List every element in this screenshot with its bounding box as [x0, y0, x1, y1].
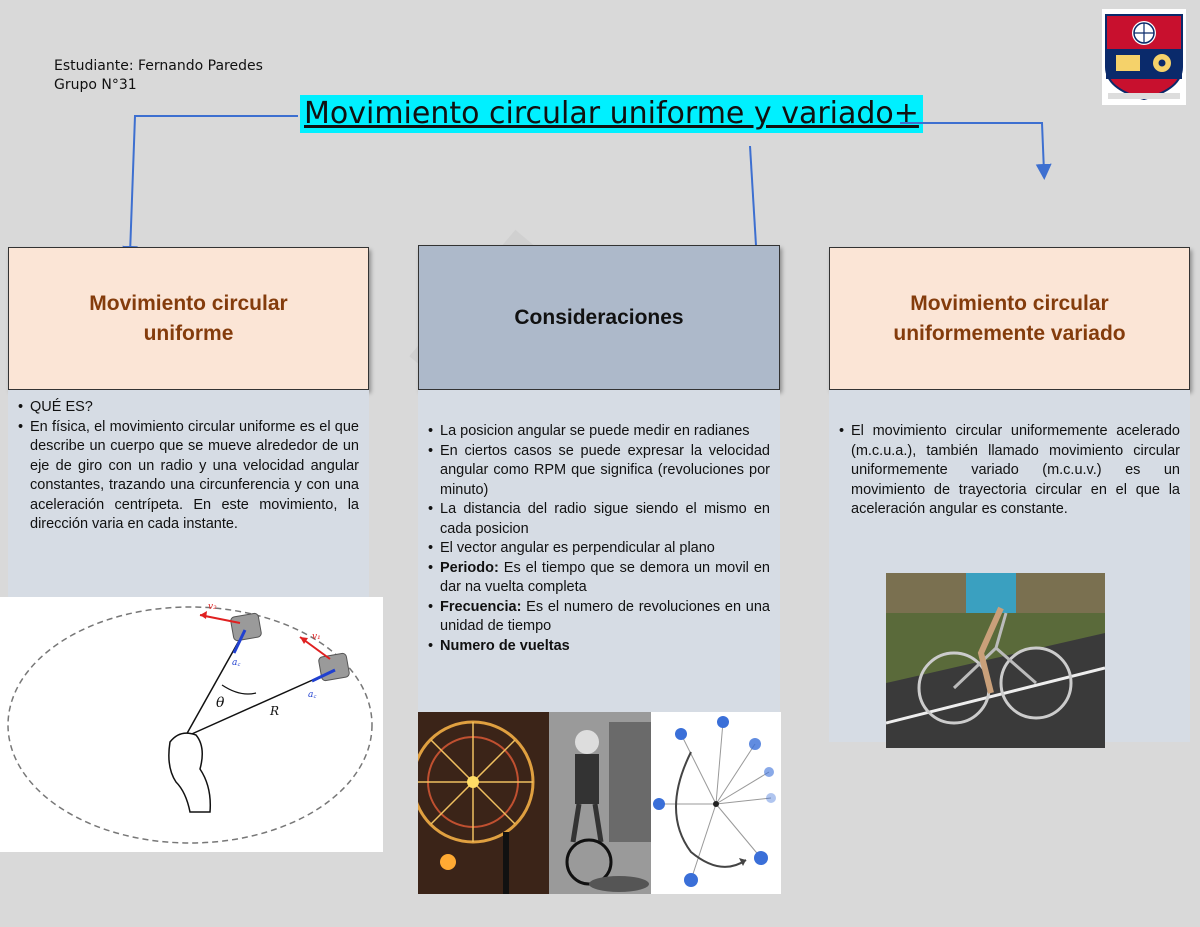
theta-label: θ — [216, 695, 225, 711]
bullet-periodo: Periodo: Es el tiempo que se demora un m… — [428, 559, 770, 598]
mcu-diagram: θ R v₂ v₁ a꜀ a꜀ — [0, 597, 383, 852]
circular-motion-diagram — [651, 712, 781, 894]
panel-consideraciones: La posicion angular se puede medir en ra… — [418, 390, 780, 715]
heading-mcuv: Movimiento circular uniformemente variad… — [860, 289, 1160, 349]
einstein-bicycle-photo — [549, 712, 651, 894]
v2-label: v₂ — [208, 602, 217, 612]
cyclist-photo — [886, 573, 1105, 748]
bullet-definition: En física, el movimiento circular unifor… — [18, 418, 359, 535]
ac-label-1: a꜀ — [232, 658, 241, 668]
v1-label: v₁ — [312, 632, 321, 642]
bullet-que-es: QUÉ ES? — [18, 398, 359, 418]
bullet-posicion-angular: La posicion angular se puede medir en ra… — [428, 422, 770, 442]
radius-label: R — [269, 704, 279, 718]
heading-box-mcuv: Movimiento circular uniformemente variad… — [829, 247, 1190, 390]
heading-box-consideraciones: Consideraciones — [418, 245, 780, 390]
ac-label-2: a꜀ — [308, 690, 317, 700]
heading-box-mcu: Movimiento circular uniforme — [8, 247, 369, 390]
bullet-frecuencia: Frecuencia: Es el numero de revoluciones… — [428, 598, 770, 637]
heading-consideraciones: Consideraciones — [514, 303, 683, 333]
bullet-numero-vueltas: Numero de vueltas — [428, 637, 770, 657]
bullet-radio: La distancia del radio sigue siendo el m… — [428, 500, 770, 539]
bullet-vector-angular: El vector angular es perpendicular al pl… — [428, 539, 770, 559]
bullet-rpm: En ciertos casos se puede expresar la ve… — [428, 442, 770, 501]
connector-arrows — [0, 0, 1200, 280]
heading-mcu: Movimiento circular uniforme — [59, 289, 319, 349]
panel-mcu: QUÉ ES? En física, el movimiento circula… — [8, 390, 369, 600]
ferris-wheel-photo — [418, 712, 549, 894]
bullet-mcuv-definition: El movimiento circular uniformemente ace… — [839, 422, 1180, 520]
